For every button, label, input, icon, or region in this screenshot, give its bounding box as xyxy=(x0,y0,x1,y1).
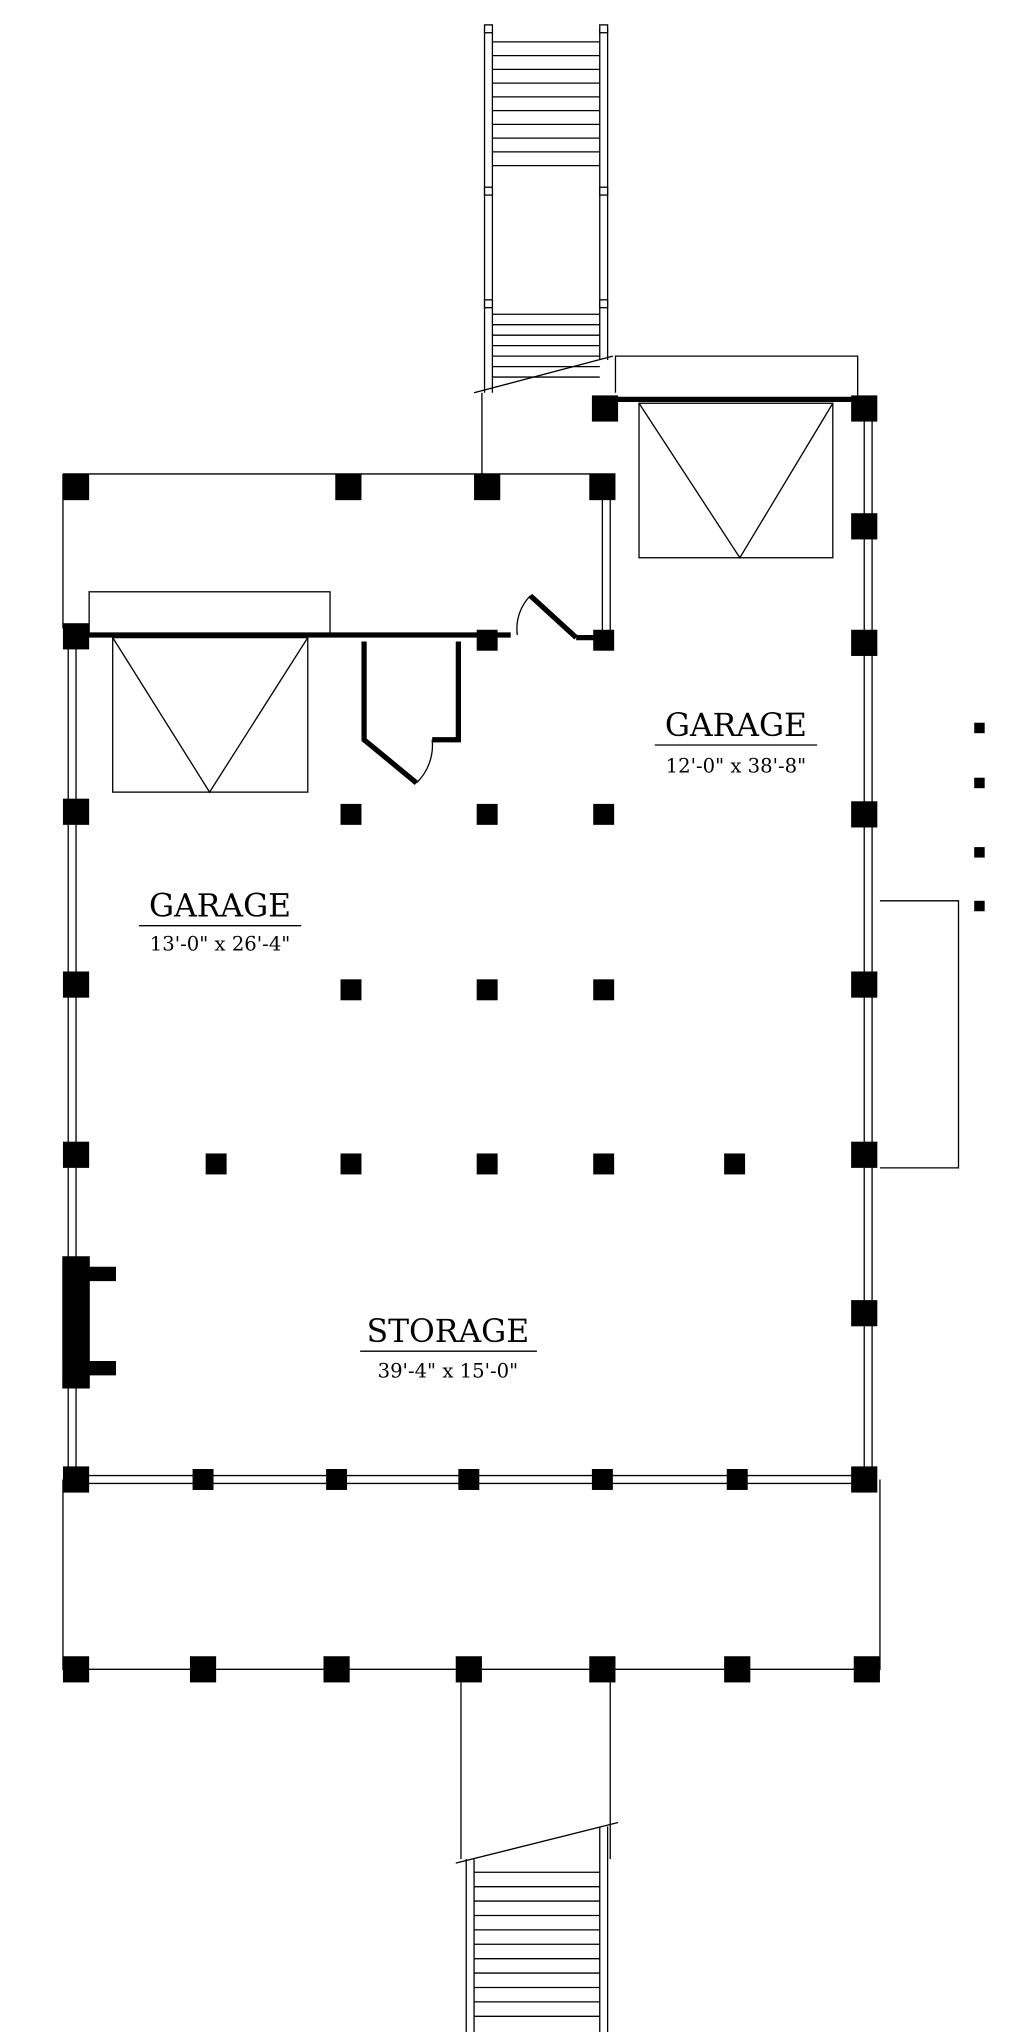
garage-door-left xyxy=(88,591,331,794)
column xyxy=(593,1153,615,1175)
marker xyxy=(974,777,985,789)
column xyxy=(851,395,878,422)
marker xyxy=(974,722,985,734)
column xyxy=(474,473,501,501)
column xyxy=(593,979,615,1001)
column xyxy=(851,971,878,998)
column xyxy=(326,1469,348,1490)
column xyxy=(851,629,878,656)
columns xyxy=(62,395,985,1683)
column xyxy=(589,473,616,501)
column xyxy=(62,971,90,998)
column xyxy=(205,1153,227,1175)
column xyxy=(62,1141,90,1168)
svg-text:GARAGE: GARAGE xyxy=(149,888,291,924)
column xyxy=(851,801,878,828)
column xyxy=(851,1300,878,1327)
column xyxy=(476,979,498,1001)
column xyxy=(591,395,619,422)
column xyxy=(62,798,90,825)
column xyxy=(340,803,362,825)
column xyxy=(189,1656,217,1683)
garage-door-right xyxy=(638,402,834,559)
bottom-stair xyxy=(465,1826,609,2032)
column xyxy=(726,1469,748,1490)
column xyxy=(591,1469,613,1490)
column xyxy=(476,629,498,651)
column xyxy=(323,1656,350,1683)
marker xyxy=(974,900,985,912)
column xyxy=(853,1656,880,1683)
column xyxy=(62,623,90,650)
svg-text:39'-4" x 15'-0": 39'-4" x 15'-0" xyxy=(378,1359,519,1382)
column xyxy=(62,473,90,501)
column xyxy=(340,1153,362,1175)
column xyxy=(192,1469,214,1490)
svg-text:12'-0" x 38'-8": 12'-0" x 38'-8" xyxy=(666,754,807,777)
room-label-storage: STORAGE 39'-4" x 15'-0" xyxy=(360,1314,537,1382)
column xyxy=(851,513,878,540)
svg-text:STORAGE: STORAGE xyxy=(367,1314,530,1350)
column xyxy=(593,629,615,651)
column xyxy=(340,979,362,1001)
column xyxy=(476,1153,498,1175)
top-stair xyxy=(483,24,609,393)
column xyxy=(62,1656,90,1683)
column xyxy=(593,803,615,825)
column xyxy=(724,1656,751,1683)
svg-text:GARAGE: GARAGE xyxy=(665,708,807,744)
column xyxy=(455,1656,482,1683)
column xyxy=(724,1153,746,1175)
column xyxy=(851,1141,878,1168)
column xyxy=(589,1656,616,1683)
column xyxy=(62,1466,90,1493)
room-label-garage-left: GARAGE 13'-0" x 26'-4" xyxy=(138,888,302,956)
column xyxy=(851,1466,878,1493)
room-label-garage-right: GARAGE 12'-0" x 38'-8" xyxy=(654,708,818,777)
column xyxy=(458,1469,480,1490)
column xyxy=(476,803,498,825)
column xyxy=(335,473,362,501)
marker xyxy=(974,847,985,858)
svg-text:13'-0" x 26'-4": 13'-0" x 26'-4" xyxy=(150,933,291,956)
